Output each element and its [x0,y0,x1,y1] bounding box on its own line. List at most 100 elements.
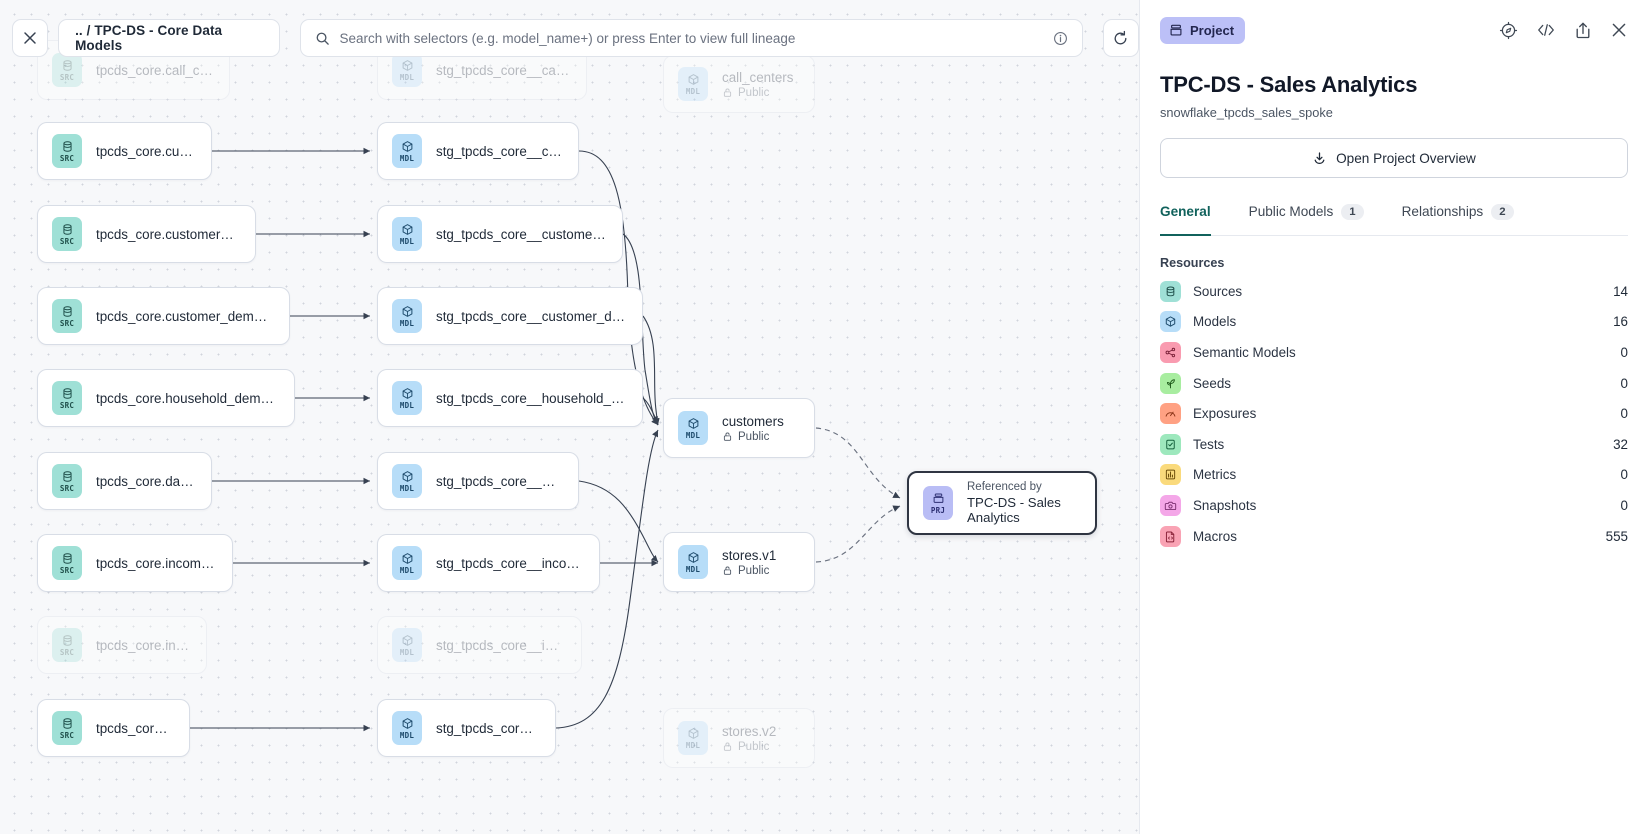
node-label: call_centers [722,69,794,85]
search-bar[interactable] [299,19,1083,57]
node-type-badge: SRC [52,546,82,580]
panel-action-icons [1499,21,1628,40]
cube-icon [402,305,412,317]
cube-icon [402,59,412,71]
node-type-label: MDL [399,236,415,246]
breadcrumb[interactable]: .. / TPC-DS - Core Data Models [58,19,280,57]
resource-label: Snapshots [1193,497,1257,513]
node-type-badge: SRC [52,628,82,662]
share-icon[interactable] [1574,21,1592,40]
node-type-label: PRJ [930,505,946,515]
lineage-node[interactable]: MDLstg_tpcds_core__customer_demogra… [377,287,643,345]
bar-chart-icon [1160,464,1181,486]
node-access-label: Public [738,564,770,577]
node-access: Public [722,431,784,443]
lineage-node[interactable]: MDLstg_tpcds_core__household_demogr… [377,369,643,427]
node-type-badge: SRC [52,299,82,333]
node-type-badge: MDL [392,464,422,498]
resource-count: 0 [1620,375,1628,391]
tab-label: Public Models [1248,204,1334,219]
database-icon [62,387,72,399]
node-type-badge: MDL [678,411,708,445]
node-type-badge: MDL [392,53,422,87]
code-icon[interactable] [1536,21,1556,39]
cube-icon [688,727,698,739]
node-label: tpcds_core.customer_demographics [96,308,273,324]
node-label: stores.v1 [722,547,777,563]
tab-general[interactable]: General [1160,199,1211,236]
node-access: Public [722,565,776,577]
database-icon [62,470,72,482]
database-icon [62,223,72,235]
node-type-label: MDL [399,730,415,740]
project-icon [1170,24,1182,36]
close-panel-icon[interactable] [1610,21,1628,39]
node-label: stg_tpcds_core__customer_address [436,226,606,242]
node-access-label: Public [738,740,770,753]
canvas-toolbar: .. / TPC-DS - Core Data Models [12,19,1139,57]
cube-icon [1160,311,1181,333]
info-circle-icon[interactable] [1053,31,1068,46]
lineage-canvas[interactable]: .. / TPC-DS - Core Data Models [0,0,1139,834]
node-label: tpcds_core.store [96,720,173,736]
lineage-node[interactable]: MDL stg_tpcds_core__customer_address [377,205,623,263]
database-icon [62,717,72,729]
refresh-button[interactable] [1102,19,1139,57]
cube-icon [402,552,412,564]
open-project-overview-label: Open Project Overview [1336,150,1476,166]
lineage-node[interactable]: SRC tpcds_core.inventory [37,616,207,674]
close-lineage-button[interactable] [12,19,49,57]
resource-label: Tests [1193,436,1225,452]
lineage-edges [190,147,901,732]
node-access-label: Public [738,430,770,443]
search-input[interactable] [339,30,1043,46]
resource-type-chip: Project [1160,16,1246,44]
project-subtitle: snowflake_tpcds_sales_spoke [1160,105,1333,120]
search-icon [316,32,329,45]
node-label: customers [722,413,784,429]
explore-icon[interactable] [1499,21,1518,40]
node-type-label: MDL [399,400,415,410]
open-project-overview-button[interactable]: Open Project Overview [1160,138,1628,178]
lineage-node[interactable]: SRC tpcds_core.customer_demographics [37,287,290,345]
node-kicker: Referenced by [967,481,1042,493]
project-icon [933,492,943,503]
node-type-badge: MDL [392,711,422,745]
node-type-label: MDL [399,153,415,163]
node-type-badge: SRC [52,217,82,251]
node-access: Public [722,741,776,753]
node-label: tpcds_core.inventory [96,637,190,653]
database-icon [62,59,72,71]
lock-icon [723,742,732,751]
node-type-label: MDL [399,483,415,493]
download-arrow-icon [1314,151,1325,164]
node-type-label: SRC [59,236,75,246]
